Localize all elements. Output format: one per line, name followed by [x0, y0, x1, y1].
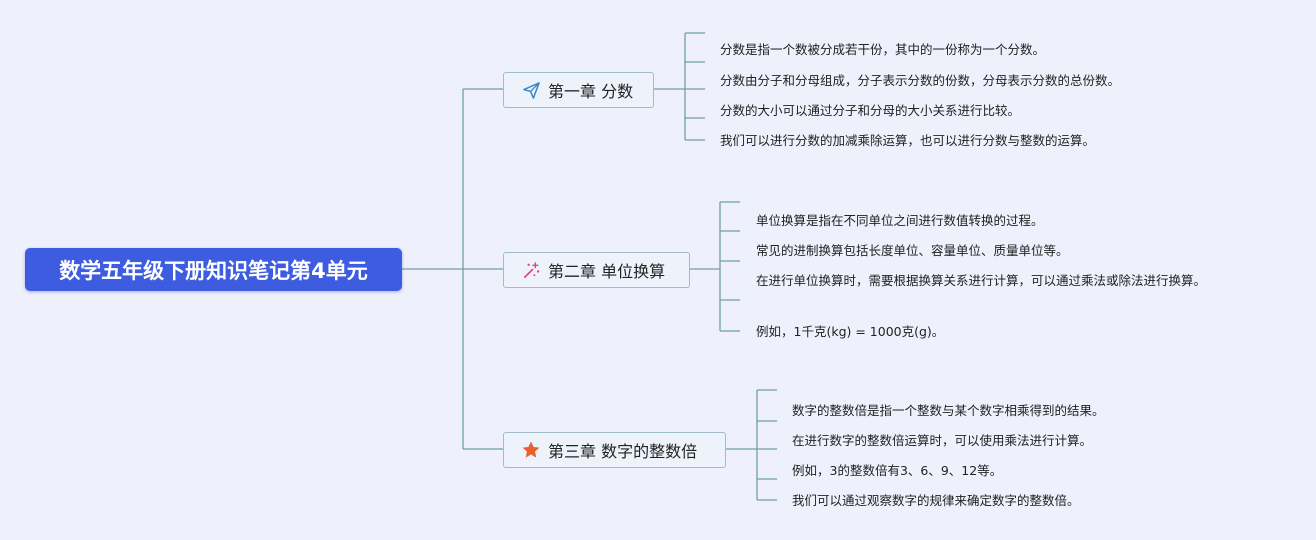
root-node[interactable]: 数学五年级下册知识笔记第4单元 [25, 248, 402, 291]
leaf-point: 分数的大小可以通过分子和分母的大小关系进行比较。 [720, 103, 1021, 118]
leaf-point: 例如，1千克(kg) = 1000克(g)。 [756, 324, 945, 339]
leaf-point: 我们可以进行分数的加减乘除运算，也可以进行分数与整数的运算。 [720, 133, 1096, 148]
chapter-label: 第二章 单位换算 [548, 262, 666, 281]
chapter-node-3[interactable]: 第三章 数字的整数倍 [503, 432, 726, 468]
leaf-point: 例如，3的整数倍有3、6、9、12等。 [792, 463, 1003, 478]
paper-plane-icon [521, 80, 541, 100]
chapter-label: 第三章 数字的整数倍 [548, 442, 698, 461]
leaf-point: 我们可以通过观察数字的规律来确定数字的整数倍。 [792, 493, 1080, 508]
leaf-point: 单位换算是指在不同单位之间进行数值转换的过程。 [756, 213, 1044, 228]
leaf-point: 分数由分子和分母组成，分子表示分数的份数，分母表示分数的总份数。 [720, 73, 1121, 88]
root-title: 数学五年级下册知识笔记第4单元 [59, 258, 368, 283]
star-icon [521, 440, 541, 460]
leaf-point: 数字的整数倍是指一个整数与某个数字相乘得到的结果。 [792, 403, 1105, 418]
sparkle-wand-icon [521, 260, 541, 280]
chapter-node-1[interactable]: 第一章 分数 [503, 72, 654, 108]
leaf-point: 在进行数字的整数倍运算时，可以使用乘法进行计算。 [792, 433, 1093, 448]
leaf-point: 分数是指一个数被分成若干份，其中的一份称为一个分数。 [720, 42, 1046, 57]
chapter-node-2[interactable]: 第二章 单位换算 [503, 252, 690, 288]
chapter-label: 第一章 分数 [548, 82, 634, 101]
leaf-point: 在进行单位换算时，需要根据换算关系进行计算，可以通过乘法或除法进行换算。 [756, 273, 1207, 288]
leaf-point: 常见的进制换算包括长度单位、容量单位、质量单位等。 [756, 243, 1069, 258]
